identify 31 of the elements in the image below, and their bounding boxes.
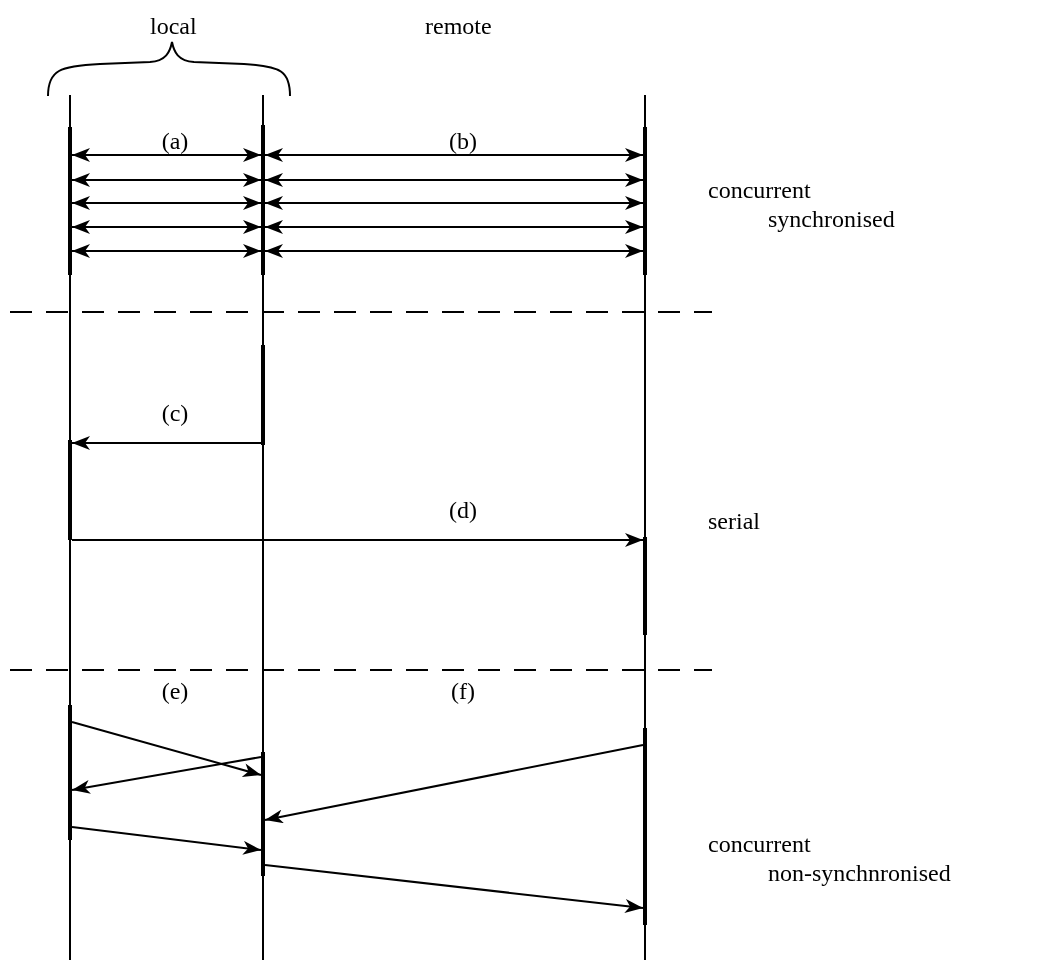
arrow bbox=[264, 148, 644, 162]
activation-bar bbox=[68, 440, 72, 540]
mode-label: serial bbox=[708, 507, 761, 536]
activation-bar bbox=[643, 537, 647, 635]
activation-bar bbox=[261, 125, 265, 275]
mode-label: concurrent synchronised bbox=[708, 176, 896, 234]
arrow bbox=[71, 756, 262, 794]
arrow bbox=[71, 721, 262, 777]
arrow bbox=[71, 196, 262, 210]
activation-bar bbox=[261, 345, 265, 445]
arrow bbox=[71, 826, 262, 855]
arrow bbox=[264, 173, 644, 187]
activation-bar bbox=[68, 127, 72, 275]
arrow bbox=[264, 244, 644, 258]
arrow bbox=[71, 244, 262, 258]
activation-bar bbox=[68, 705, 72, 840]
arrow bbox=[71, 533, 644, 547]
mode-label: concurrent non-synchnronised bbox=[708, 830, 952, 888]
column-heading: remote bbox=[425, 12, 492, 41]
activation-bar bbox=[643, 127, 647, 275]
activation-bar bbox=[261, 752, 265, 876]
arrow bbox=[264, 864, 644, 913]
arrow bbox=[71, 173, 262, 187]
column-heading: local bbox=[150, 12, 197, 41]
arrow bbox=[71, 436, 262, 450]
arrow bbox=[264, 196, 644, 210]
arrow bbox=[71, 148, 262, 162]
arrow bbox=[264, 220, 644, 234]
arrow bbox=[71, 220, 262, 234]
activation-bar bbox=[643, 728, 647, 925]
arrow bbox=[264, 744, 644, 824]
